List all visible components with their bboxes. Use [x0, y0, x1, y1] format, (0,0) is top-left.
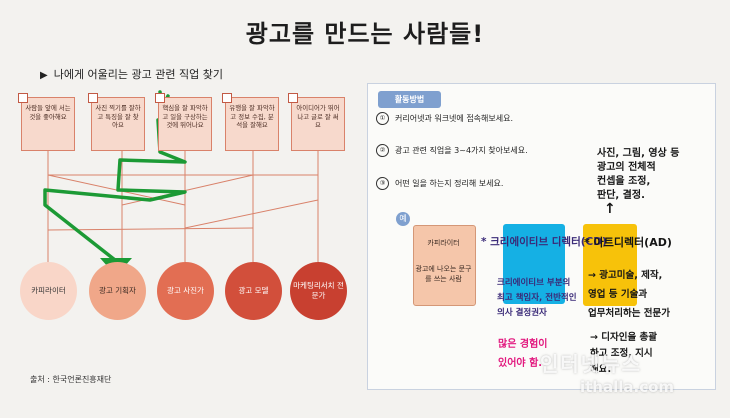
triangle-bullet-icon: ▶ [40, 70, 48, 81]
watermark: 인터넷뉴스 [540, 352, 642, 376]
handwritten-note: → 디자인을 총괄 하고 조정, 지시 해요. [590, 330, 657, 378]
handwritten-title: * 아트디렉터(AD) [584, 236, 672, 249]
trait-text: 사람들 앞에 서는 것을 좋아해요 [25, 104, 71, 121]
step-text: 어떤 일을 하는지 정리해 보세요. [395, 179, 504, 188]
trait-text: 아이디어가 뛰어나고 글로 잘 써요 [296, 104, 340, 130]
source-caption: 출처 : 한국언론진흥재단 [30, 375, 112, 384]
trait-box: 아이디어가 뛰어나고 글로 잘 써요 [288, 93, 345, 151]
note-line: 의사 결정권자 [497, 308, 547, 318]
example-title: 카피라이터 [427, 239, 460, 247]
note-line: 많은 경험이 [498, 339, 548, 350]
trait-text: 핵심을 잘 파악하고 일을 구상하는 것에 뛰어나요 [162, 104, 208, 130]
job-label: 마케팅리서치 전문가 [293, 281, 344, 300]
trait-box: 핵심을 잘 파악하고 일을 구상하는 것에 뛰어나요 [155, 93, 212, 151]
handwritten-note: 많은 경험이 있어야 함. [498, 335, 547, 373]
job-label: 광고 모델 [238, 286, 269, 295]
note-line: 업무처리하는 전문가 [588, 308, 670, 319]
note-line: 해요. [590, 364, 612, 375]
checkbox-icon[interactable] [222, 93, 232, 103]
note-line: 컨셉을 조정, [597, 176, 651, 187]
note-line: 사진, 그림, 영상 등 [597, 148, 680, 159]
job-label: 광고 사진가 [167, 286, 204, 295]
yellow-scroll [583, 224, 637, 306]
example-desc: 광고에 나오는 문구를 쓰는 사람 [415, 265, 472, 283]
trait-text: 사진 찍기를 잘하고 특징을 잘 찾아요 [95, 104, 141, 130]
activity-tab: 활동방법 [378, 91, 441, 108]
subtitle-text: 나에게 어울리는 광고 관련 직업 찾기 [53, 68, 223, 81]
step-number: ② [376, 144, 389, 157]
note-line: 판단, 결정. [597, 190, 645, 201]
job-label: 카피라이터 [31, 286, 66, 295]
note-line: → 광고미술, 제작, [588, 270, 663, 281]
trait-box: 유행을 잘 파악하고 정보 수집, 분석을 잘해요 [222, 93, 279, 151]
step-number: ① [376, 112, 389, 125]
note-line: 있어야 함. [498, 358, 543, 369]
step-number: ③ [376, 177, 389, 190]
note-line: 영업 등 기술과 [588, 289, 648, 300]
job-circle: 카피라이터 [20, 262, 77, 320]
job-label: 광고 기획자 [99, 286, 136, 295]
trait-box: 사람들 앞에 서는 것을 좋아해요 [18, 93, 75, 151]
checkbox-icon[interactable] [288, 93, 298, 103]
handwritten-title: * 크리에이티브 디렉터(CD) [481, 236, 607, 248]
step-item: ③ 어떤 일을 하는지 정리해 보세요. [376, 177, 503, 190]
job-circle: 광고 사진가 [157, 262, 214, 320]
job-circle: 광고 기획자 [89, 262, 146, 320]
example-badge: 예 [396, 212, 410, 226]
job-circle: 광고 모델 [225, 262, 282, 320]
section-subtitle: ▶ 나에게 어울리는 광고 관련 직업 찾기 [40, 66, 223, 82]
checkbox-icon[interactable] [155, 93, 165, 103]
handwritten-note: 사진, 그림, 영상 등 광고의 전체적 컨셉을 조정, 판단, 결정. [597, 147, 679, 203]
note-line: 광고의 전체적 [597, 162, 656, 173]
note-line: 최고 책임자, 전반적인 [497, 293, 577, 303]
step-item: ② 광고 관련 직업을 3~4가지 찾아보세요. [376, 144, 528, 157]
step-text: 커리어넷과 워크넷에 접속해보세요. [395, 114, 514, 123]
note-line: → 디자인을 총괄 [590, 332, 658, 343]
checkbox-icon[interactable] [18, 93, 28, 103]
handwritten-note: 크리에이티브 부분의 최고 책임자, 전반적인 의사 결정권자 [497, 276, 577, 321]
job-circle: 마케팅리서치 전문가 [290, 262, 347, 320]
note-line: 하고 조정, 지시 [590, 348, 653, 359]
watermark-url: ithalla.com [580, 378, 675, 396]
trait-box: 사진 찍기를 잘하고 특징을 잘 찾아요 [88, 93, 145, 151]
trait-text: 유행을 잘 파악하고 정보 수집, 분석을 잘해요 [229, 104, 275, 130]
note-line: 크리에이티브 부분의 [497, 278, 571, 288]
step-item: ① 커리어넷과 워크넷에 접속해보세요. [376, 112, 513, 125]
arrow-up-icon: ↑ [604, 201, 616, 217]
cyan-scroll [503, 224, 565, 304]
page-title: 광고를 만드는 사람들! [245, 20, 485, 48]
handwritten-note: → 광고미술, 제작, 영업 등 기술과 업무처리하는 전문가 [588, 266, 670, 323]
example-scroll [413, 225, 476, 306]
step-text: 광고 관련 직업을 3~4가지 찾아보세요. [395, 146, 528, 155]
checkbox-icon[interactable] [88, 93, 98, 103]
